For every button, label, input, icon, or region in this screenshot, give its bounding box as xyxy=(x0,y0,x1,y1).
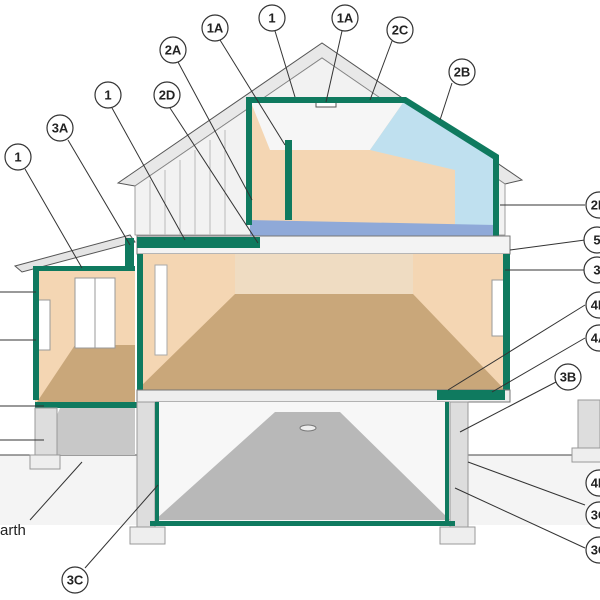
svg-text:3C: 3C xyxy=(67,573,84,588)
svg-text:2B: 2B xyxy=(454,65,471,80)
label-1-left: 1 xyxy=(4,143,32,171)
svg-text:3C: 3C xyxy=(591,508,600,523)
floor-slab-upper xyxy=(136,235,511,255)
label-1-top: 1 xyxy=(258,4,286,32)
svg-text:3A: 3A xyxy=(52,121,69,136)
left-addition xyxy=(13,234,137,456)
label-2A: 2A xyxy=(159,36,187,64)
label-5: 5 xyxy=(583,226,600,254)
label-1-mid: 1 xyxy=(94,81,122,109)
svg-text:5: 5 xyxy=(593,233,600,248)
svg-text:3C: 3C xyxy=(591,543,600,558)
label-4A: 4A xyxy=(585,324,600,352)
label-3B: 3B xyxy=(554,363,582,391)
svg-text:1: 1 xyxy=(14,150,21,165)
label-2B-top: 2B xyxy=(448,58,476,86)
svg-text:2D: 2D xyxy=(159,88,176,103)
svg-text:2C: 2C xyxy=(392,23,409,38)
svg-text:2A: 2A xyxy=(165,43,182,58)
label-3A: 3A xyxy=(46,114,74,142)
main-room xyxy=(137,254,510,390)
label-2B-right: 2B xyxy=(585,191,600,219)
svg-text:4B: 4B xyxy=(591,476,600,491)
svg-text:4A: 4A xyxy=(591,331,600,346)
svg-text:1: 1 xyxy=(104,88,111,103)
label-2C: 2C xyxy=(386,16,414,44)
svg-text:4D: 4D xyxy=(591,298,600,313)
svg-text:2B: 2B xyxy=(591,198,600,213)
label-1A-right: 1A xyxy=(331,4,359,32)
label-4D: 4D xyxy=(585,291,600,319)
label-2D: 2D xyxy=(153,81,181,109)
label-3C-right-upper: 3C xyxy=(585,501,600,529)
leader-lines xyxy=(0,30,586,569)
neighbor-structure xyxy=(571,399,600,463)
svg-text:1A: 1A xyxy=(207,21,224,36)
floor-slab-lower xyxy=(136,389,511,403)
label-3C-right-lower: 3C xyxy=(585,536,600,564)
label-4B: 4B xyxy=(585,469,600,497)
svg-text:1: 1 xyxy=(268,11,275,26)
attic-room xyxy=(246,97,499,236)
earth-label: Earth xyxy=(0,522,26,539)
svg-text:1A: 1A xyxy=(337,11,354,26)
svg-text:3: 3 xyxy=(593,263,600,278)
label-1A-left: 1A xyxy=(201,14,229,42)
basement xyxy=(29,401,476,545)
label-3: 3 xyxy=(583,256,600,284)
svg-text:3B: 3B xyxy=(560,370,577,385)
siding xyxy=(149,130,226,235)
label-3C-bottom: 3C xyxy=(61,566,89,594)
